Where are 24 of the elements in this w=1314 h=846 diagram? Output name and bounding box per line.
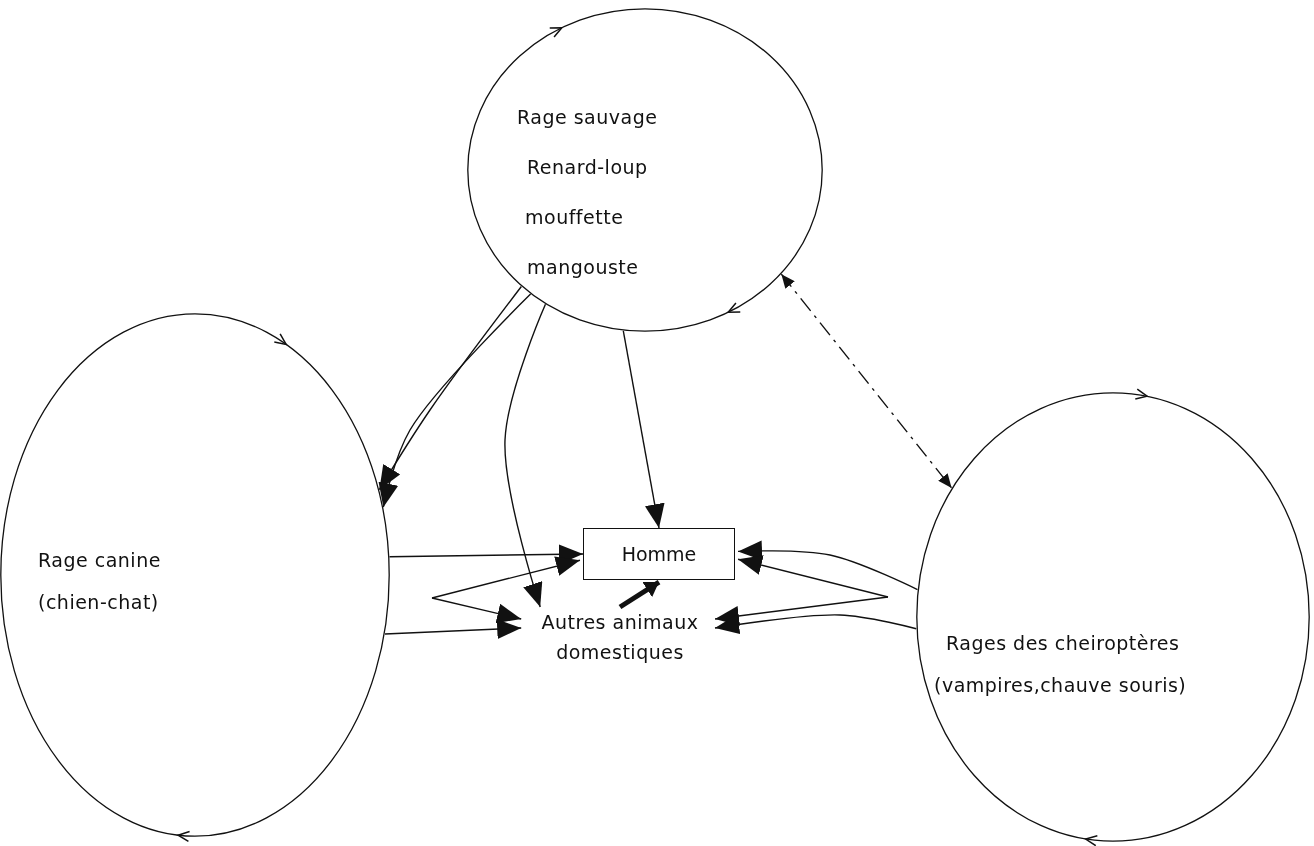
species-label: mouffette (525, 206, 624, 228)
node-label: Autres animaux domestiques (525, 607, 715, 667)
circle-heading: Rage canine (38, 549, 161, 571)
arrow (378, 285, 523, 491)
arrow (622, 330, 665, 529)
thick-arrow (618, 579, 661, 610)
arrow (737, 555, 889, 598)
circle-heading: Rage sauvage (517, 106, 658, 128)
arrow (384, 619, 522, 640)
arrow (431, 597, 522, 624)
species-label: Renard-loup (527, 156, 648, 178)
circle-subtitle: (chien-chat) (38, 591, 159, 613)
cycle-circle (467, 8, 823, 332)
arrow (737, 540, 919, 591)
arrow (431, 556, 581, 599)
arrow (378, 293, 532, 508)
dashed-arrow (780, 273, 953, 489)
circle-heading: Rages des cheiroptères (946, 632, 1180, 654)
process-box: Homme (583, 528, 735, 580)
species-label: mangouste (527, 256, 639, 278)
arrow (504, 303, 547, 608)
circle-subtitle: (vampires,chauve souris) (934, 674, 1187, 696)
arrow (714, 614, 917, 635)
arrow (714, 596, 889, 626)
